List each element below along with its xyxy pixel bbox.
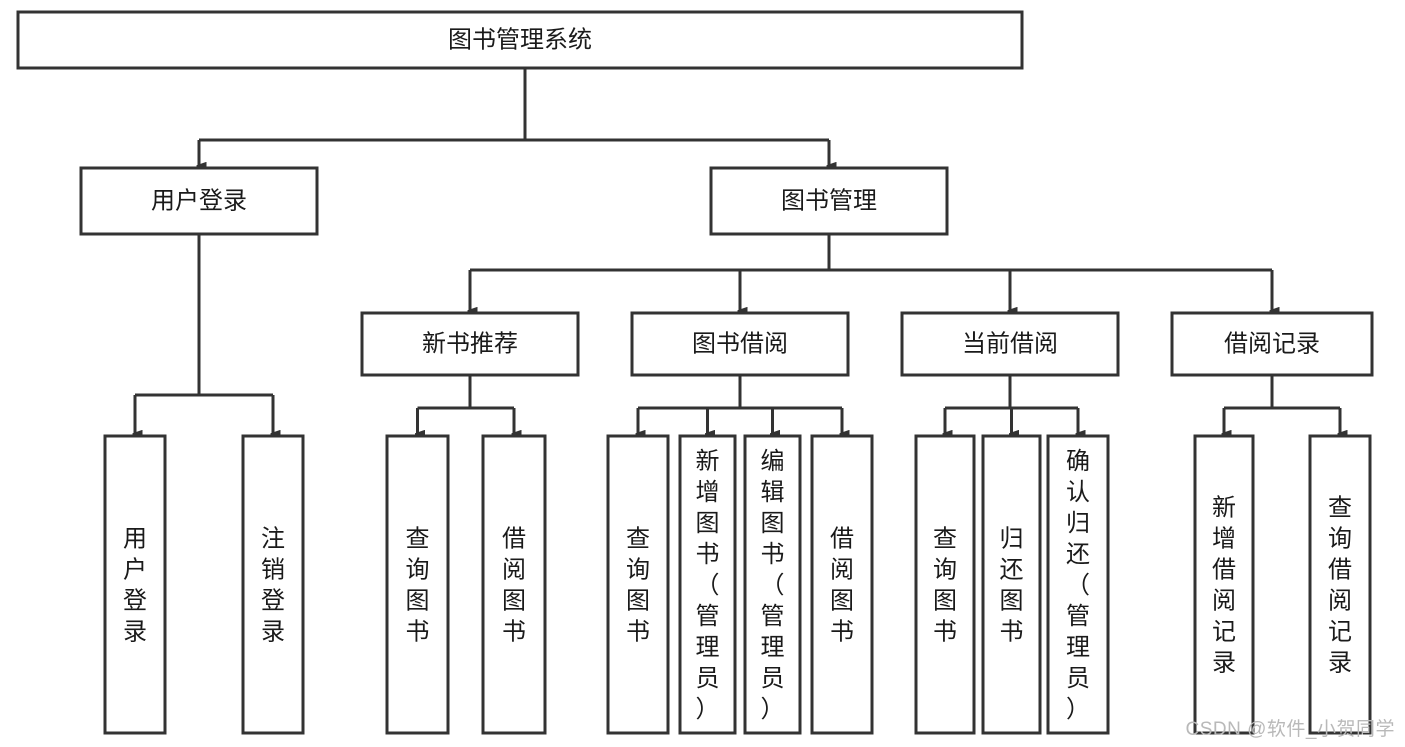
node-new-book-recommend[interactable]: 新书推荐 bbox=[360, 311, 580, 377]
node-box-leaf-return-book bbox=[981, 434, 1042, 735]
node-label-leaf-query-book-2: 查询图书 bbox=[626, 526, 650, 646]
node-label-new-book-recommend: 新书推荐 bbox=[422, 330, 518, 357]
node-label-leaf-borrow-book-2: 借阅图书 bbox=[830, 526, 854, 646]
node-label-leaf-edit-book-admin: 编辑图书（管理员） bbox=[761, 448, 785, 723]
connector-layer bbox=[135, 68, 1340, 434]
watermark-text: CSDN @软件_小贺同学 bbox=[1185, 719, 1395, 740]
node-label-leaf-return-book: 归还图书 bbox=[1000, 526, 1024, 646]
node-box-leaf-query-book-1 bbox=[385, 434, 450, 735]
node-box-leaf-query-borrow-record bbox=[1308, 434, 1372, 735]
node-label-borrow-record: 借阅记录 bbox=[1224, 330, 1320, 357]
node-user-login[interactable]: 用户登录 bbox=[79, 166, 319, 236]
node-label-leaf-user-login: 用户登录 bbox=[123, 526, 147, 646]
node-label-leaf-confirm-return-admin: 确认归还（管理员） bbox=[1066, 448, 1090, 723]
node-leaf-add-borrow-record[interactable]: 新增借阅记录 bbox=[1193, 434, 1255, 735]
node-box-leaf-add-borrow-record bbox=[1193, 434, 1255, 735]
node-box-leaf-query-book-3 bbox=[914, 434, 976, 735]
node-leaf-user-login[interactable]: 用户登录 bbox=[103, 434, 167, 735]
node-book-borrow[interactable]: 图书借阅 bbox=[630, 311, 850, 377]
node-box-current-borrow bbox=[900, 311, 1120, 377]
node-layer: 图书管理系统用户登录图书管理新书推荐图书借阅当前借阅借阅记录用户登录注销登录查询… bbox=[16, 10, 1374, 735]
node-label-leaf-add-book-admin: 新增图书（管理员） bbox=[696, 448, 720, 723]
node-leaf-borrow-book-2[interactable]: 借阅图书 bbox=[810, 434, 874, 735]
node-label-book-manage: 图书管理 bbox=[781, 187, 877, 214]
node-leaf-return-book[interactable]: 归还图书 bbox=[981, 434, 1042, 735]
node-label-current-borrow: 当前借阅 bbox=[962, 330, 1058, 357]
node-box-leaf-user-login bbox=[103, 434, 167, 735]
node-box-leaf-borrow-book-2 bbox=[810, 434, 874, 735]
node-root[interactable]: 图书管理系统 bbox=[16, 10, 1024, 70]
node-label-leaf-query-book-1: 查询图书 bbox=[406, 526, 430, 646]
node-leaf-edit-book-admin[interactable]: 编辑图书（管理员） bbox=[743, 434, 802, 735]
node-box-user-login bbox=[79, 166, 319, 236]
node-label-leaf-borrow-book-1: 借阅图书 bbox=[502, 526, 526, 646]
node-leaf-add-book-admin[interactable]: 新增图书（管理员） bbox=[678, 434, 737, 735]
node-label-leaf-query-book-3: 查询图书 bbox=[933, 526, 957, 646]
node-box-leaf-query-book-2 bbox=[606, 434, 670, 735]
node-leaf-borrow-book-1[interactable]: 借阅图书 bbox=[481, 434, 547, 735]
node-leaf-query-borrow-record[interactable]: 查询借阅记录 bbox=[1308, 434, 1372, 735]
node-leaf-logout-login[interactable]: 注销登录 bbox=[241, 434, 305, 735]
node-box-book-manage bbox=[709, 166, 949, 236]
node-box-leaf-logout-login bbox=[241, 434, 305, 735]
node-box-book-borrow bbox=[630, 311, 850, 377]
node-box-leaf-confirm-return-admin bbox=[1046, 434, 1110, 735]
node-current-borrow[interactable]: 当前借阅 bbox=[900, 311, 1120, 377]
node-label-book-borrow: 图书借阅 bbox=[692, 330, 788, 357]
node-box-root bbox=[16, 10, 1024, 70]
node-label-user-login: 用户登录 bbox=[151, 187, 247, 214]
node-box-leaf-edit-book-admin bbox=[743, 434, 802, 735]
node-box-leaf-add-book-admin bbox=[678, 434, 737, 735]
node-box-borrow-record bbox=[1170, 311, 1374, 377]
node-label-leaf-query-borrow-record: 查询借阅记录 bbox=[1328, 495, 1352, 677]
node-label-leaf-logout-login: 注销登录 bbox=[261, 526, 285, 646]
node-book-manage[interactable]: 图书管理 bbox=[709, 166, 949, 236]
node-leaf-confirm-return-admin[interactable]: 确认归还（管理员） bbox=[1046, 434, 1110, 735]
node-leaf-query-book-2[interactable]: 查询图书 bbox=[606, 434, 670, 735]
node-borrow-record[interactable]: 借阅记录 bbox=[1170, 311, 1374, 377]
node-label-leaf-add-borrow-record: 新增借阅记录 bbox=[1212, 495, 1236, 677]
node-box-leaf-borrow-book-1 bbox=[481, 434, 547, 735]
node-leaf-query-book-3[interactable]: 查询图书 bbox=[914, 434, 976, 735]
node-label-root: 图书管理系统 bbox=[448, 26, 592, 53]
node-leaf-query-book-1[interactable]: 查询图书 bbox=[385, 434, 450, 735]
node-box-new-book-recommend bbox=[360, 311, 580, 377]
